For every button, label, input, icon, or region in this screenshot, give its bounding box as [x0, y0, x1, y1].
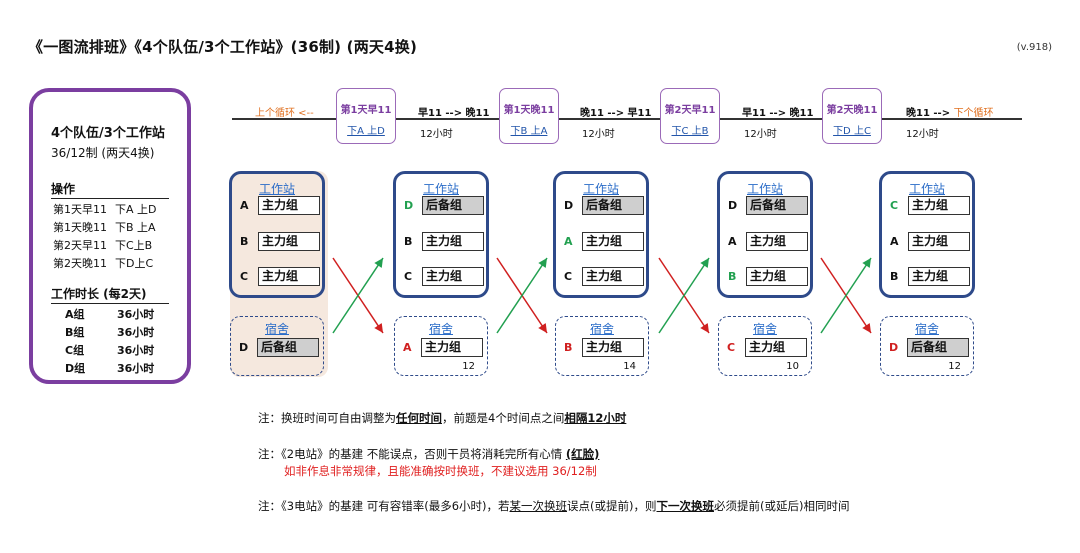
- rest-hours: 12: [948, 361, 961, 372]
- note-3: 注：《3电站》的基建 可有容错率(最多6小时)，若某一次换班误点(或提前)，则下…: [258, 499, 850, 513]
- note-2: 注：《2电站》的基建 不能误点，否则干员将消耗完所有心情 (红脸): [258, 447, 600, 461]
- swap-arrow-pair: [658, 257, 710, 334]
- rest-hours: 10: [786, 361, 799, 372]
- note-2-warning: 如非作息非常规律，且能准确按时换班，不建议选用 36/12制: [284, 464, 597, 478]
- next-cycle-label: 下个循环: [953, 108, 994, 119]
- dorm-to-station-arrow: [658, 257, 710, 334]
- shift-box: 第2天晚11 下D 上C: [822, 88, 882, 144]
- dorm-to-station-arrow: [496, 257, 548, 334]
- page-title: 《一图流排班》《4个队伍/3个工作站》(36制) (两天4换): [28, 38, 418, 56]
- shift-time: 第2天早11: [664, 105, 716, 116]
- shift-action: 下C 上B: [671, 126, 709, 137]
- version-label: (v.918): [1016, 42, 1052, 53]
- segment-label: 晚11 --> 下个循环: [906, 108, 994, 119]
- rest-hours: 14: [623, 361, 636, 372]
- swap-arrow-pair: [332, 257, 384, 334]
- timeline-line: [232, 118, 1022, 120]
- shift-box: 第1天早11 下A 上D: [336, 88, 396, 144]
- panel-title: 4个队伍/3个工作站: [51, 126, 165, 141]
- segment-hours: 12小时: [744, 129, 777, 140]
- prev-cycle-label: 上个循环 <--: [255, 108, 314, 119]
- ops-header: 操作: [51, 180, 169, 199]
- shift-time: 第2天晚11: [826, 105, 878, 116]
- shift-time: 第1天早11: [340, 105, 392, 116]
- segment-label: 早11 --> 晚11: [418, 108, 490, 119]
- swap-arrow-pair: [820, 257, 872, 334]
- shift-time: 第1天晚11: [503, 105, 555, 116]
- segment-hours: 12小时: [582, 129, 615, 140]
- dorm-to-station-arrow: [332, 257, 384, 334]
- segment-label: 晚11 --> 早11: [580, 108, 652, 119]
- shift-box: 第1天晚11 下B 上A: [499, 88, 559, 144]
- panel-subtitle: 36/12制 (两天4换): [51, 146, 155, 160]
- segment-hours: 12小时: [420, 129, 453, 140]
- segment-hours: 12小时: [906, 129, 939, 140]
- shift-action: 下B 上A: [510, 126, 548, 137]
- duration-header: 工作时长 (每2天): [51, 285, 169, 304]
- segment-label: 早11 --> 晚11: [742, 108, 814, 119]
- shift-action: 下D 上C: [833, 126, 871, 137]
- swap-arrow-pair: [496, 257, 548, 334]
- shift-action: 下A 上D: [347, 126, 385, 137]
- dorm-to-station-arrow: [820, 257, 872, 334]
- rest-hours: 12: [462, 361, 475, 372]
- note-1: 注：换班时间可自由调整为任何时间，前题是4个时间点之间相隔12小时: [258, 411, 627, 425]
- shift-box: 第2天早11 下C 上B: [660, 88, 720, 144]
